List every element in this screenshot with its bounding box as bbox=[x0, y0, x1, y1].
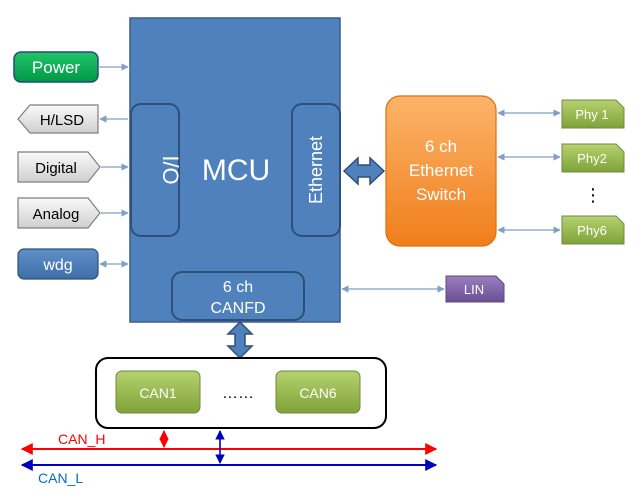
switch-line2: Ethernet bbox=[409, 161, 474, 180]
phy1-box bbox=[561, 99, 625, 129]
analog-label: Analog bbox=[33, 206, 80, 223]
analog-shape bbox=[17, 197, 101, 229]
mcu-switch-link-arrow bbox=[342, 156, 386, 186]
ethernet-switch-block bbox=[385, 95, 497, 247]
io-block bbox=[130, 103, 180, 237]
digital-shape bbox=[17, 151, 101, 183]
can-h-label: CAN_H bbox=[58, 431, 105, 447]
switch-line1: 6 ch bbox=[425, 137, 457, 156]
lin-label: LIN bbox=[464, 282, 484, 297]
phy6-label: Phy6 bbox=[577, 223, 607, 238]
wdg-label: wdg bbox=[42, 257, 72, 274]
can-dots: …… bbox=[222, 385, 254, 402]
phy2-label: Phy2 bbox=[577, 151, 607, 166]
io-label: I/O bbox=[158, 155, 183, 184]
ethernet-block bbox=[291, 103, 341, 237]
switch-line3: Switch bbox=[416, 185, 466, 204]
can1-box bbox=[115, 370, 201, 414]
canfd-can-link-arrow bbox=[226, 320, 254, 360]
ethernet-label: Ethernet bbox=[306, 136, 326, 204]
lin-box bbox=[445, 275, 505, 303]
phy-ellipsis: ⋮ bbox=[584, 185, 602, 205]
phy6-box bbox=[561, 215, 625, 245]
hlsd-shape bbox=[17, 104, 99, 134]
can1-label: CAN1 bbox=[139, 385, 177, 401]
canfd-block bbox=[171, 271, 305, 321]
canfd-line1: 6 ch bbox=[223, 279, 253, 296]
wdg-box bbox=[17, 248, 99, 280]
power-label: Power bbox=[32, 58, 81, 77]
hlsd-label: H/LSD bbox=[40, 112, 84, 129]
can6-label: CAN6 bbox=[299, 385, 337, 401]
digital-label: Digital bbox=[35, 160, 77, 177]
mcu-label: MCU bbox=[202, 154, 270, 187]
phy1-label: Phy 1 bbox=[575, 107, 608, 122]
can6-box bbox=[275, 370, 361, 414]
canfd-line2: CANFD bbox=[210, 300, 265, 317]
phy2-box bbox=[561, 143, 625, 173]
can-l-label: CAN_L bbox=[38, 470, 83, 486]
